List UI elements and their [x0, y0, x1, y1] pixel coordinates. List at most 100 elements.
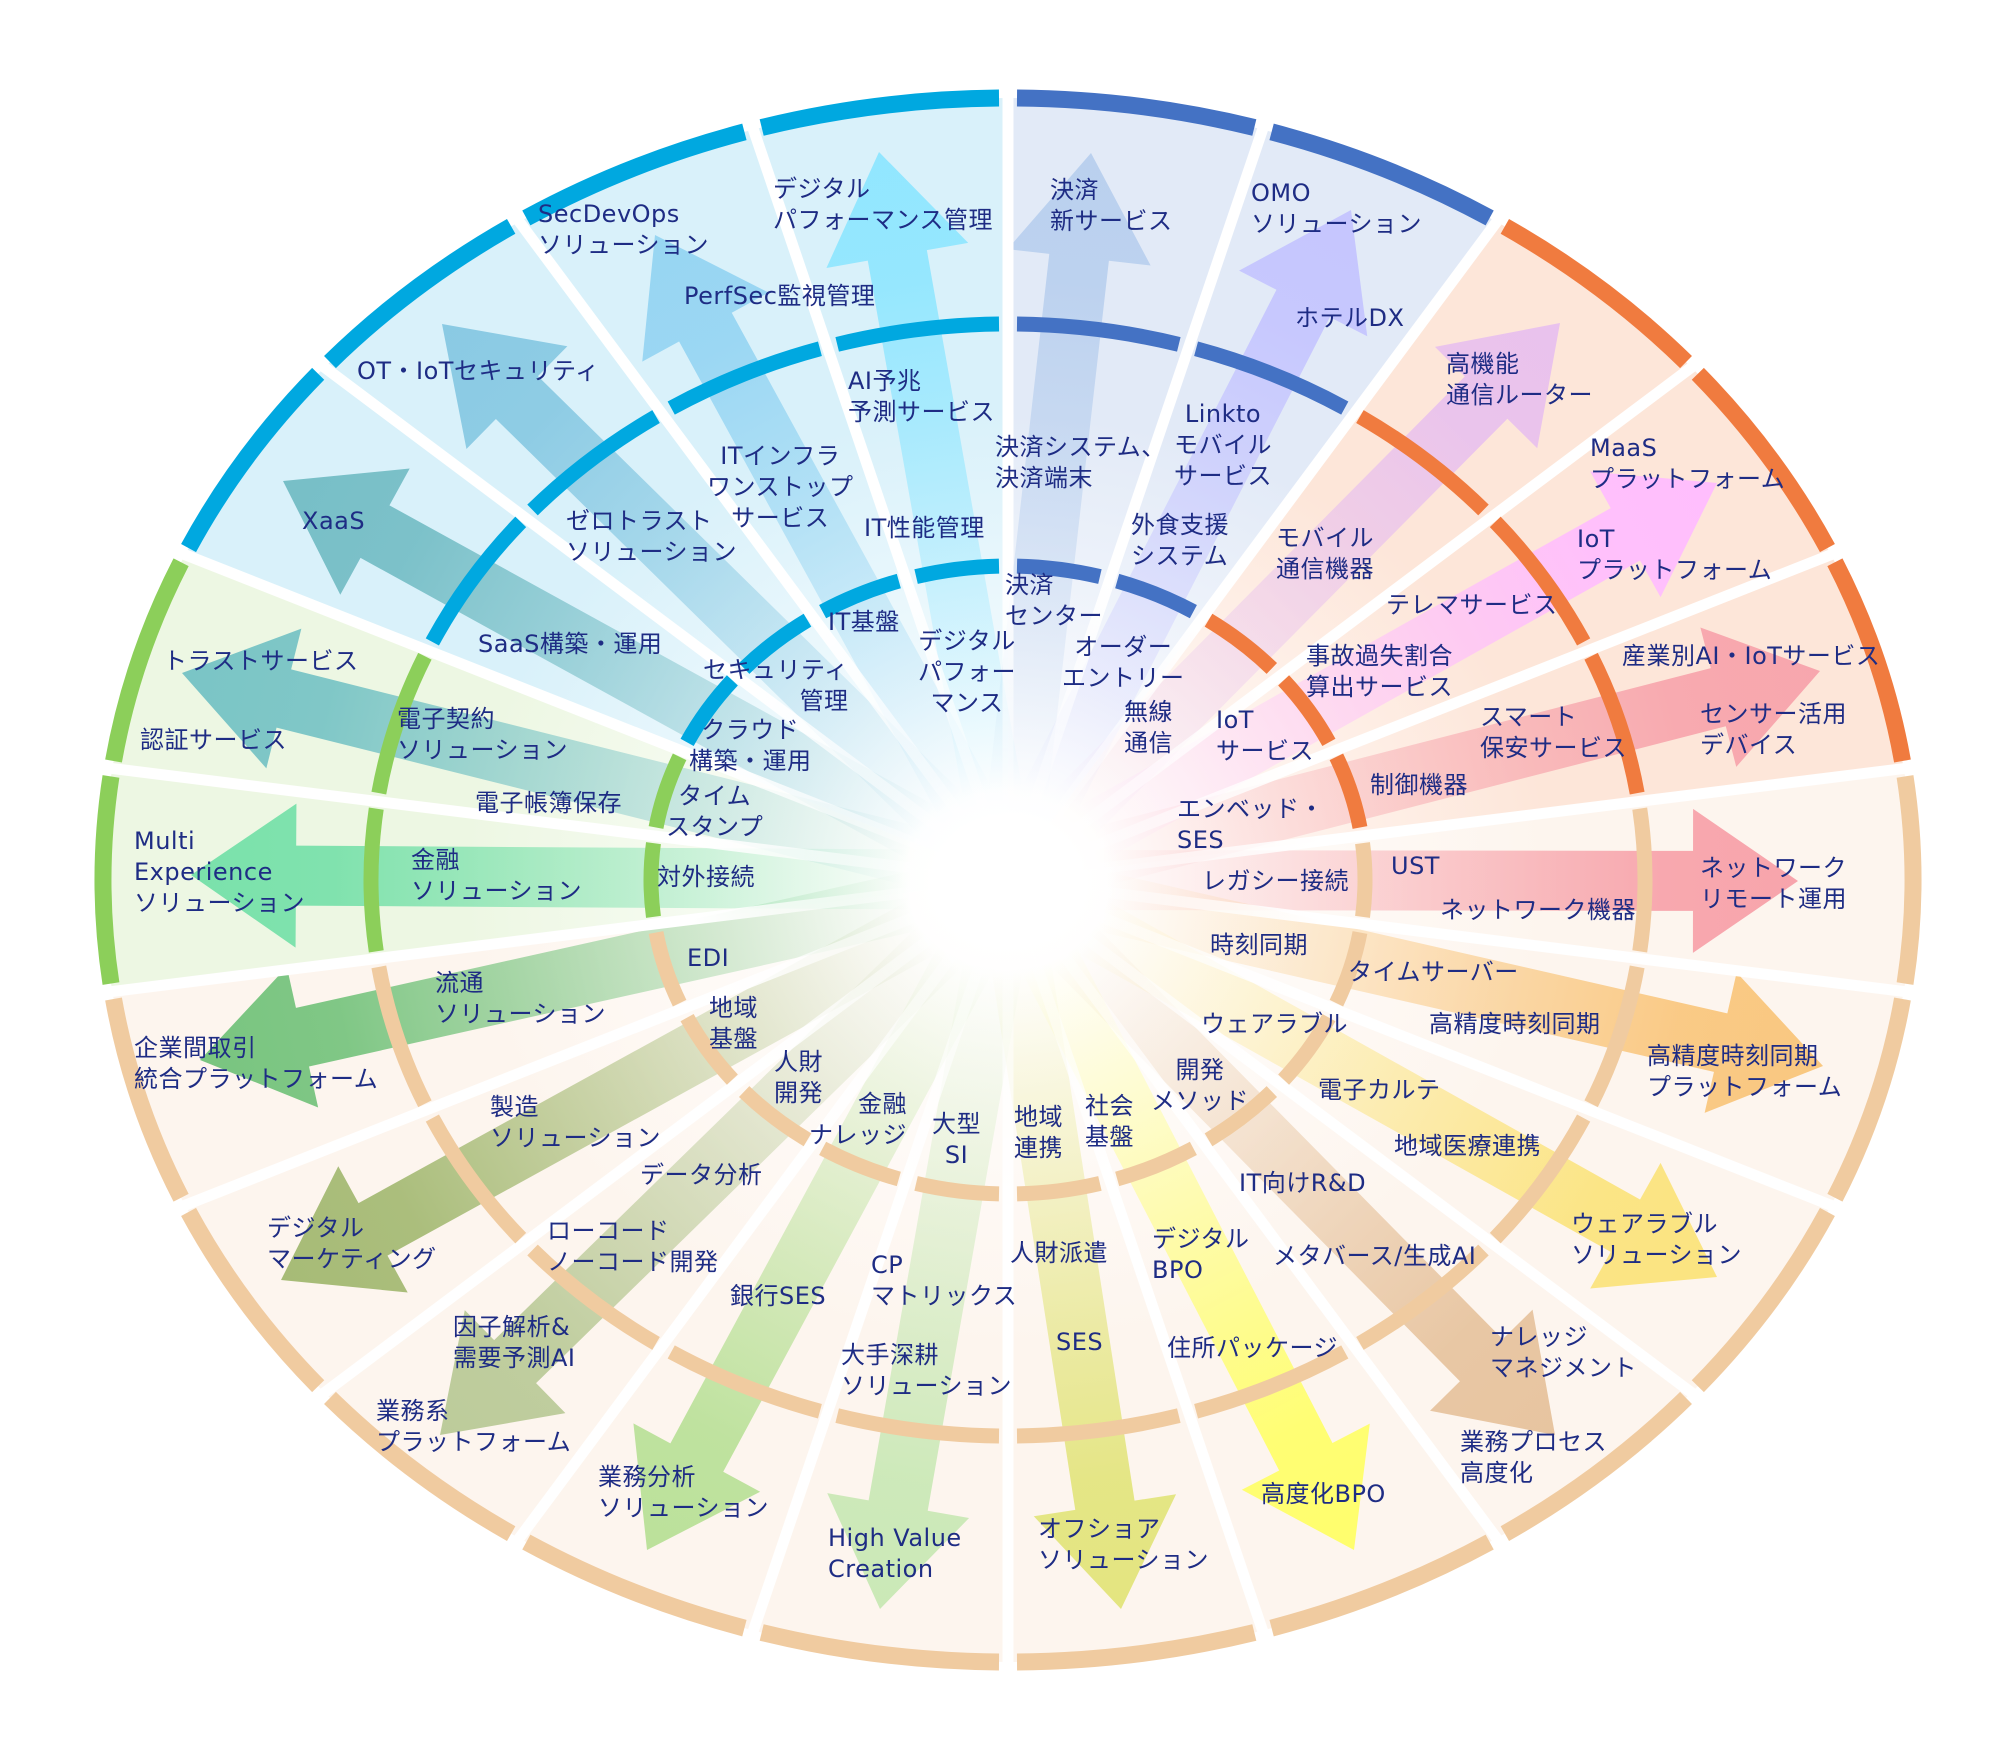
service-label: 金融 ソリューション	[411, 846, 583, 905]
ring-arc	[1356, 410, 1489, 516]
service-label: ネットワーク機器	[1440, 896, 1636, 924]
ring-arc	[105, 558, 189, 763]
ring-arc	[643, 842, 661, 918]
service-label: 決済 新サービス	[1050, 176, 1173, 235]
growth-arrow	[182, 628, 917, 885]
ring-arc	[680, 675, 738, 747]
ring-arc	[1500, 218, 1692, 369]
service-label: ローコード ノーコード開発	[547, 1217, 719, 1276]
ring-arc	[1827, 997, 1911, 1202]
ring-arc	[1016, 1176, 1102, 1202]
ring-arc	[1115, 1141, 1197, 1187]
service-label: 時刻同期	[1210, 931, 1308, 959]
service-label: 電子帳簿保存	[475, 789, 622, 817]
service-label: ウェアラブル	[1201, 1010, 1348, 1038]
growth-arrow	[988, 153, 1151, 797]
ring-arc	[1278, 675, 1336, 747]
service-label: 決済システム、 決済端末	[995, 433, 1166, 492]
sector-separator	[301, 898, 982, 1412]
ring-arc	[371, 965, 432, 1108]
ring-arc	[1016, 1624, 1257, 1671]
ring-arc	[1584, 965, 1645, 1108]
service-label: 流通 ソリューション	[435, 969, 607, 1028]
ring-arc	[1194, 1345, 1349, 1419]
service-label: センサー活用 デバイス	[1700, 700, 1847, 759]
sector-separator	[1042, 889, 1856, 1220]
service-label: 外食支援 システム	[1131, 511, 1229, 570]
service-label: OMO ソリューション	[1251, 179, 1423, 238]
growth-arrow	[1052, 323, 1560, 835]
sector-separator	[1046, 759, 1930, 881]
ring-arc	[1827, 558, 1911, 763]
ring-arc	[522, 1534, 747, 1637]
service-label: セキュリティ 管理	[703, 656, 849, 715]
service-label: 地域 基盤	[709, 994, 758, 1053]
ring-arc	[324, 1391, 516, 1542]
service-label: デジタル パフォーマンス管理	[773, 175, 994, 234]
ring-arc	[648, 930, 687, 1007]
sector-separator	[740, 105, 1002, 849]
service-label: エンベッド・ SES	[1177, 795, 1324, 854]
service-label: デジタル BPO	[1152, 1225, 1250, 1284]
growth-arrow	[1099, 873, 1823, 1113]
service-label: 金融 ナレッジ	[809, 1090, 907, 1149]
service-label: オーダー エントリー	[1062, 633, 1185, 692]
service-label: Multi Experience ソリューション	[134, 827, 306, 917]
service-label: テレマサービス	[1386, 591, 1558, 619]
service-label: メタバース/生成AI	[1273, 1242, 1477, 1270]
ring-arc	[1016, 1408, 1181, 1444]
ring-arc	[914, 558, 1000, 584]
service-label: タイム スタンプ	[666, 782, 764, 841]
service-label: AI予兆 予測サービス	[848, 367, 995, 426]
ring-arc	[363, 807, 384, 953]
ring-arc	[1194, 341, 1349, 415]
growth-arrow	[442, 324, 962, 835]
service-label: 企業間取引 統合プラットフォーム	[134, 1034, 379, 1093]
service-label: 制御機器	[1370, 771, 1468, 799]
service-label: 住所パッケージ	[1167, 1334, 1339, 1362]
service-label: レガシー接続	[1202, 867, 1349, 895]
service-label: 開発 メソッド	[1151, 1056, 1249, 1115]
service-label: 認証サービス	[140, 726, 287, 754]
ring-arc	[667, 1345, 822, 1419]
sector-separator	[160, 540, 974, 871]
service-label: 高精度時刻同期	[1429, 1010, 1601, 1038]
service-label: 人財 開発	[774, 1048, 823, 1107]
service-label: 高度化BPO	[1261, 1480, 1386, 1508]
ring-arc	[738, 613, 812, 674]
service-label: SES	[1056, 1328, 1104, 1356]
growth-arrow	[1022, 946, 1370, 1550]
service-label: 銀行SES	[730, 1282, 827, 1310]
service-label: モバイル 通信機器	[1276, 524, 1374, 583]
ring-arc	[1329, 753, 1368, 830]
sector-separator	[86, 879, 970, 1001]
service-label: タイムサーバー	[1348, 958, 1519, 986]
service-label: トラストサービス	[163, 647, 359, 675]
service-label: デジタル パフォー マンス	[918, 627, 1016, 717]
service-label: ナレッジ マネジメント	[1490, 1323, 1637, 1382]
growth-arrows	[182, 152, 1823, 1609]
ring-arc	[759, 89, 1000, 136]
ring-arc	[819, 1141, 901, 1187]
sector-separator	[1025, 906, 1516, 1561]
service-label: 因子解析& 需要予測AI	[453, 1313, 576, 1372]
service-label: IoT サービス	[1216, 706, 1314, 765]
service-label: 対外接続	[657, 863, 755, 891]
service-label: CP マトリックス	[871, 1251, 1018, 1310]
sector-separator	[1034, 898, 1715, 1412]
growth-arrow	[283, 468, 936, 859]
ring-arc	[1269, 1534, 1494, 1637]
service-label: 地域医療連携	[1394, 1132, 1541, 1160]
ring-arc	[819, 573, 901, 619]
service-label: XaaS	[302, 507, 366, 535]
service-label: IT基盤	[828, 608, 900, 636]
sector-fill	[112, 880, 1008, 1205]
sector-separator	[1042, 540, 1856, 871]
ring-arc	[1489, 516, 1591, 646]
ring-arc	[738, 1086, 812, 1147]
ring-arc	[1489, 1114, 1591, 1244]
ring-arc	[667, 341, 822, 415]
ring-arc	[914, 1176, 1000, 1202]
service-label: IT性能管理	[864, 514, 985, 542]
growth-arrow	[440, 925, 961, 1435]
